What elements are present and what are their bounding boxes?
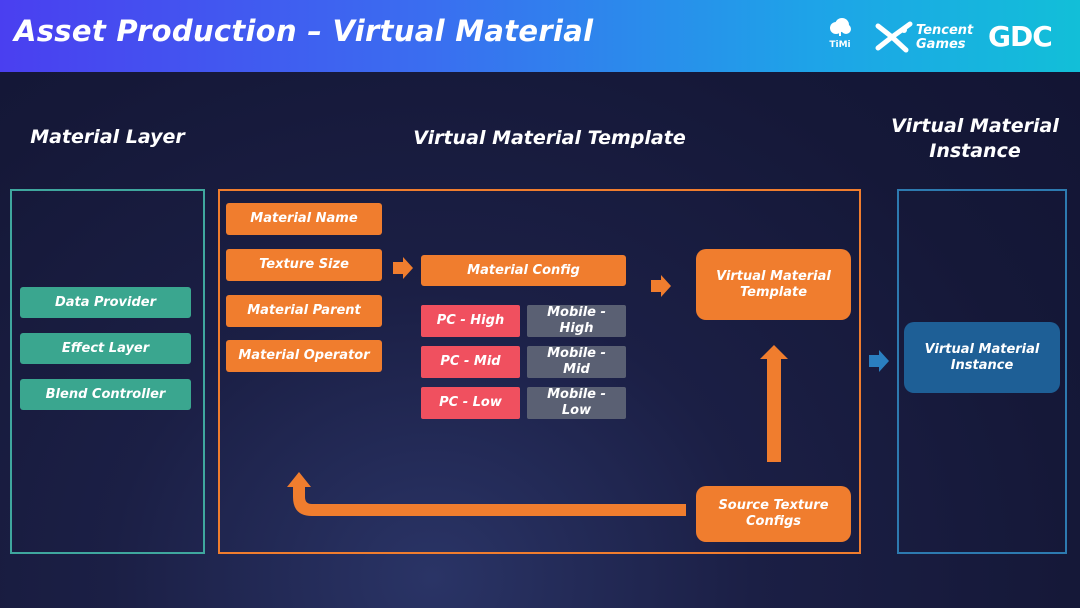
tencent-games-logo: Tencent Games <box>874 18 974 54</box>
material-name-box: Material Name <box>226 203 382 235</box>
pc-low-box: PC - Low <box>421 387 520 419</box>
arrow-inputs-to-config <box>393 257 413 279</box>
material-parent-box: Material Parent <box>226 295 382 327</box>
header-bar: Asset Production – Virtual Material TiMi… <box>0 0 1080 72</box>
timi-logo-text: TiMi <box>829 40 851 50</box>
section-title-instance-line2: Instance <box>929 140 1021 162</box>
data-provider-box: Data Provider <box>20 287 191 318</box>
template-panel <box>218 189 861 554</box>
texture-size-box: Texture Size <box>226 249 382 281</box>
tencent-logo-text-line2: Games <box>916 37 966 52</box>
timi-logo: TiMi <box>826 18 854 56</box>
source-texture-configs-box: Source Texture Configs <box>696 486 851 542</box>
tencent-games-mark-icon <box>875 21 913 53</box>
mobile-high-box: Mobile - High <box>527 305 626 337</box>
mobile-mid-box: Mobile - Mid <box>527 346 626 378</box>
page-title: Asset Production – Virtual Material <box>14 14 594 48</box>
section-title-instance: Virtual Material Instance <box>880 114 1070 164</box>
effect-layer-box: Effect Layer <box>20 333 191 364</box>
gdc-logo: GDC <box>988 20 1053 53</box>
section-title-material-layer: Material Layer <box>30 126 185 148</box>
virtual-material-template-box: Virtual Material Template <box>696 249 851 320</box>
material-operator-box: Material Operator <box>226 340 382 372</box>
tencent-logo-text-line1: Tencent <box>916 23 974 38</box>
timi-cloud-icon <box>830 18 851 36</box>
material-config-box: Material Config <box>421 255 626 286</box>
section-title-instance-line1: Virtual Material <box>891 115 1059 137</box>
instance-panel <box>897 189 1067 554</box>
mobile-low-box: Mobile - Low <box>527 387 626 419</box>
blend-controller-box: Blend Controller <box>20 379 191 410</box>
material-layer-panel <box>10 189 205 554</box>
arrow-source-loop-head <box>287 472 311 490</box>
arrow-config-to-template <box>651 275 671 297</box>
pc-mid-box: PC - Mid <box>421 346 520 378</box>
arrow-source-to-template <box>760 345 788 462</box>
section-title-template: Virtual Material Template <box>413 127 686 149</box>
virtual-material-instance-box: Virtual Material Instance <box>904 322 1060 393</box>
arrow-template-to-instance <box>869 350 889 372</box>
pc-high-box: PC - High <box>421 305 520 337</box>
